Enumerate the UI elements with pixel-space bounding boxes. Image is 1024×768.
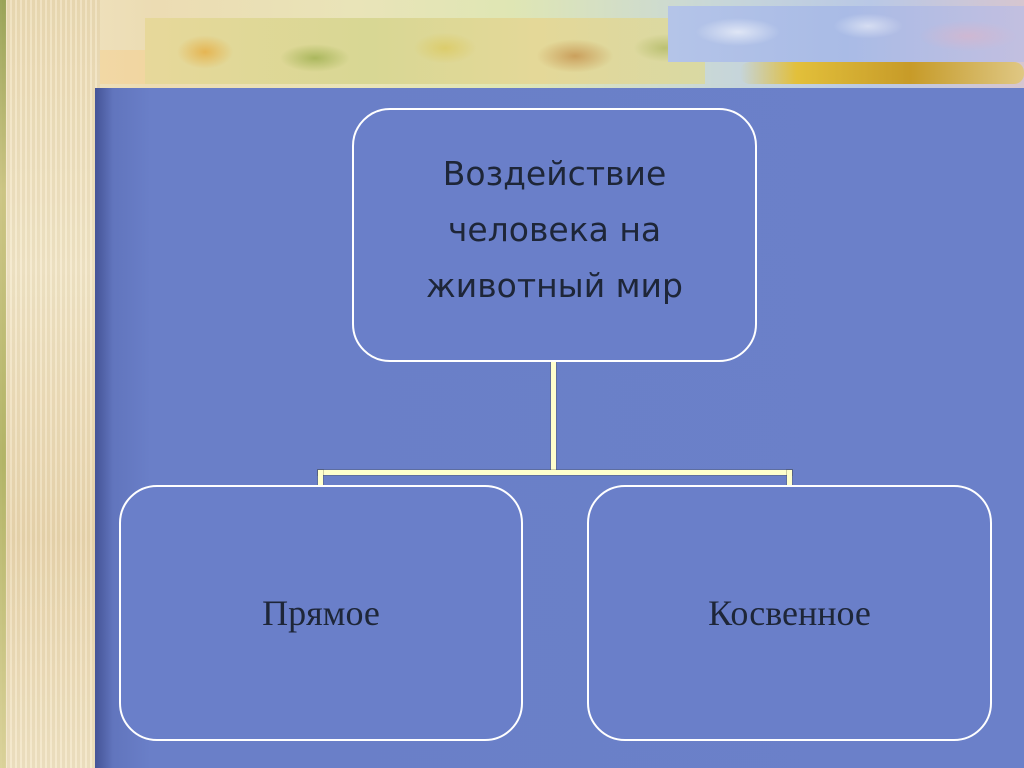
child-node-direct: Прямое xyxy=(119,485,523,741)
connector-root-down xyxy=(551,362,556,474)
child-node-indirect-label: Косвенное xyxy=(708,593,871,633)
connector-horizontal xyxy=(318,470,792,475)
connector-to-right-node xyxy=(787,470,792,486)
decorative-left-border xyxy=(0,0,100,768)
root-node: Воздействие человека на животный мир xyxy=(352,108,757,362)
decorative-gold-streak xyxy=(740,62,1024,84)
decorative-leaf-collage xyxy=(145,18,705,84)
child-node-direct-label: Прямое xyxy=(262,593,380,633)
decorative-left-edge xyxy=(0,0,6,768)
child-node-indirect: Косвенное xyxy=(587,485,992,741)
root-node-label: Воздействие человека на животный мир xyxy=(426,154,683,305)
slide-panel-shadow xyxy=(95,88,113,768)
decorative-flower-collage xyxy=(668,6,1024,62)
connector-to-left-node xyxy=(318,470,323,486)
